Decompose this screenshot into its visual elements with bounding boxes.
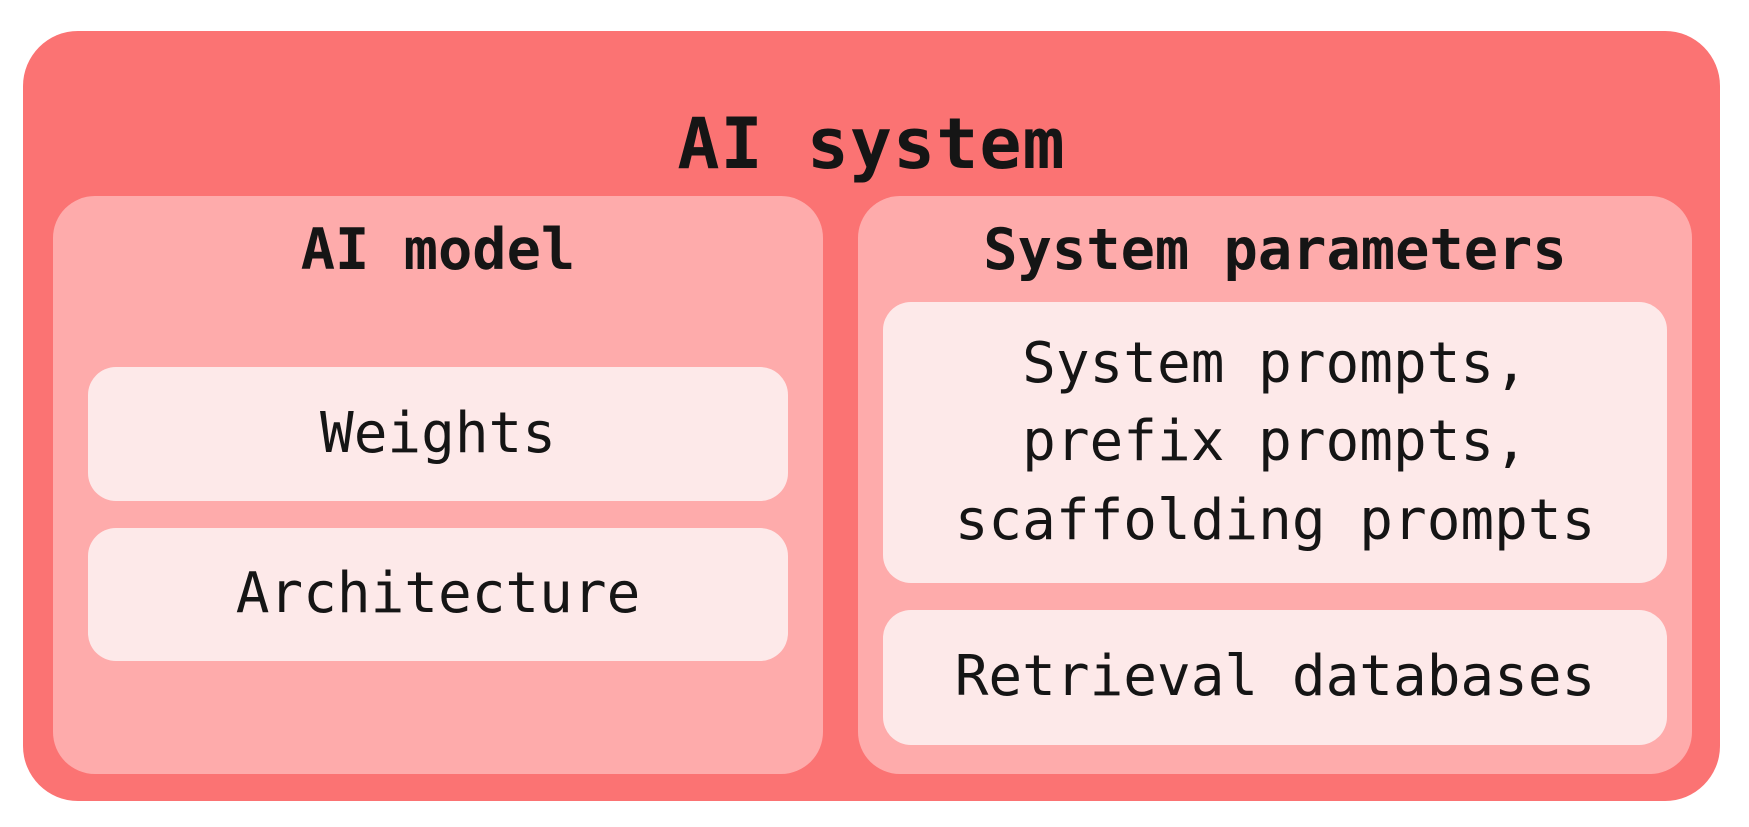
ai-system-title: AI system [677, 103, 1066, 185]
weights-box: Weights [88, 367, 788, 501]
ai-model-panel: AI model Weights Architecture [53, 196, 823, 774]
architecture-box: Architecture [88, 528, 788, 661]
prompts-box: System prompts, prefix prompts, scaffold… [883, 302, 1667, 583]
ai-system-container: AI system AI model Weights Architecture … [23, 31, 1720, 801]
system-parameters-title: System parameters [983, 217, 1567, 283]
retrieval-databases-box: Retrieval databases [883, 610, 1667, 745]
ai-model-title: AI model [300, 217, 576, 283]
system-parameters-panel: System parameters System prompts, prefix… [858, 196, 1692, 774]
